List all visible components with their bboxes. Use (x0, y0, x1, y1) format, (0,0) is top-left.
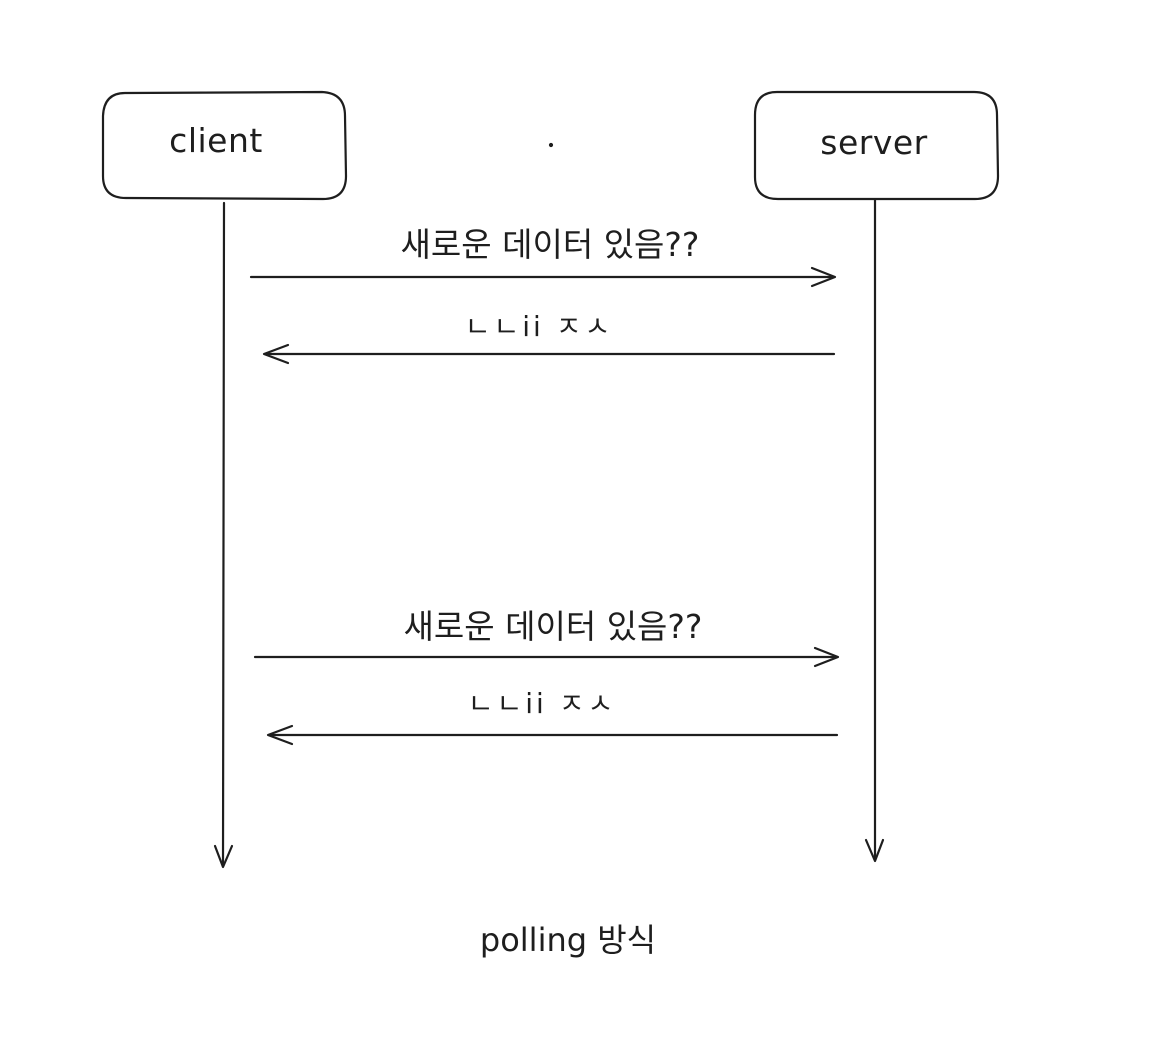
response-arrowhead-2 (266, 724, 294, 746)
server-label: server (820, 123, 928, 162)
diagram-caption: polling 방식 (479, 921, 657, 959)
request-label-2: 새로운 데이터 있음?? (403, 607, 703, 646)
client-box (101, 90, 348, 201)
server-lifeline-arrowhead (864, 838, 885, 863)
request-arrowhead-1 (810, 266, 837, 288)
client-lifeline-arrowhead (213, 844, 234, 869)
response-label-2: ㄴㄴii ㅈㅅ (467, 687, 617, 720)
client-label: client (169, 121, 263, 160)
response-arrowhead-1 (262, 343, 290, 365)
request-label-1: 새로운 데이터 있음?? (400, 225, 700, 264)
server-box (753, 90, 1000, 201)
client-lifeline (221, 201, 226, 868)
stray-dot (548, 142, 554, 148)
response-label-1: ㄴㄴii ㅈㅅ (464, 310, 614, 343)
request-arrowhead-2 (813, 646, 840, 668)
